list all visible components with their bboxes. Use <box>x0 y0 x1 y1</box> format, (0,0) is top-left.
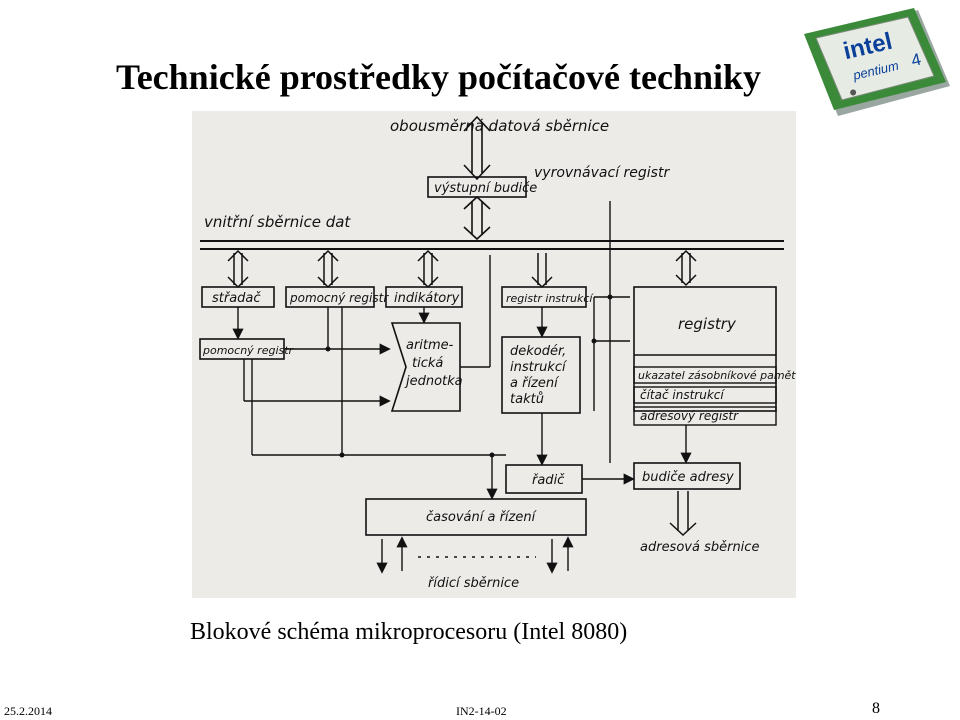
label-program-counter: čítač instrukcí <box>640 388 725 402</box>
label-address-register: adresový registr <box>640 409 739 423</box>
label-decoder-line4: taktů <box>510 392 544 407</box>
page-number: 8 <box>872 700 880 717</box>
block-diagram-svg: obousměrná datová sběrnice výstupní budi… <box>199 115 796 591</box>
label-timing-control: časování a řízení <box>426 510 538 525</box>
figure-caption: Blokové schéma mikroprocesoru (Intel 808… <box>190 619 628 645</box>
label-address-bus: adresová sběrnice <box>640 540 759 555</box>
footer-code: IN2-14-02 <box>456 704 507 718</box>
label-alu-line2: tická <box>412 356 443 371</box>
label-accumulator: střadač <box>212 291 261 306</box>
label-aux-register-left: pomocný registr <box>202 344 295 357</box>
label-registers: registry <box>678 315 737 333</box>
box-aux-register-top <box>285 286 375 308</box>
label-control-bus: řídicí sběrnice <box>428 576 519 591</box>
box-instruction-register <box>501 286 587 308</box>
block-diagram: obousměrná datová sběrnice výstupní budi… <box>192 111 796 598</box>
output-drivers-arrow <box>463 195 491 241</box>
data-bus-arrow <box>463 115 491 181</box>
label-decoder-line2: instrukcí <box>510 360 568 375</box>
label-alu-line3: jednotka <box>404 374 463 389</box>
label-bidirectional-data-bus: obousměrná datová sběrnice <box>390 117 609 135</box>
label-controller: řadič <box>532 473 565 488</box>
box-stack-pointer <box>633 366 777 384</box>
label-instruction-register: registr instrukcí <box>506 292 594 305</box>
label-decoder-line1: dekodér, <box>510 344 566 359</box>
label-buffer-register: vyrovnávací registr <box>534 165 670 181</box>
box-timing-control <box>365 498 587 536</box>
control-bus-lines <box>376 536 574 574</box>
bus-branch-arrows <box>227 249 697 289</box>
slide-title: Technické prostředky počítačové techniky <box>116 57 761 97</box>
label-flags: indikátory <box>394 291 460 306</box>
label-stack-pointer: ukazatel zásobníkové paměti <box>638 369 796 382</box>
box-register-file <box>633 286 777 412</box>
junction-dots <box>325 294 613 458</box>
version-number: 4 <box>909 50 923 71</box>
address-bus-arrow <box>669 491 697 537</box>
label-decoder-line3: a řízení <box>510 376 560 391</box>
label-alu-line1: aritme- <box>406 338 454 353</box>
label-aux-register-top: pomocný registr <box>289 291 389 305</box>
box-alu <box>390 322 461 412</box>
label-output-drivers: výstupní budiče <box>434 181 537 196</box>
label-address-drivers: budiče adresy <box>642 470 734 485</box>
connection-lines <box>232 201 692 500</box>
box-address-register <box>633 406 777 426</box>
footer-date: 25.2.2014 <box>4 704 52 718</box>
box-program-counter <box>633 386 777 404</box>
chip-heatspreader <box>815 16 935 101</box>
intel-pentium-4-logo: intel pentium 4 <box>804 8 950 116</box>
chip-dot <box>850 89 857 96</box>
label-internal-data-bus: vnitřní sběrnice dat <box>204 213 351 231</box>
internal-data-bus <box>200 240 784 250</box>
